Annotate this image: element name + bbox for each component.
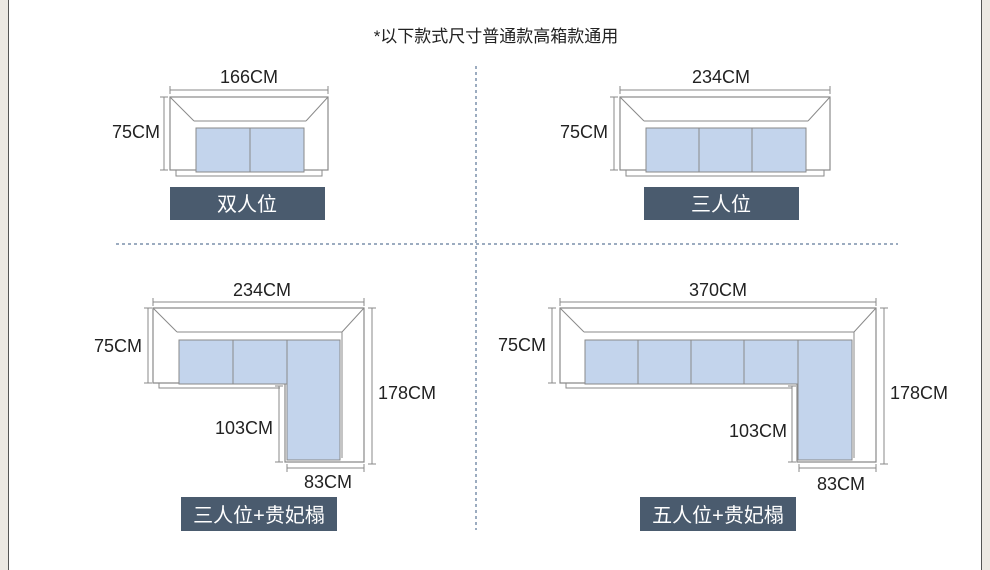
inner-dimension: 103CM [215, 418, 273, 438]
content-panel [8, 0, 982, 570]
label-badge [640, 497, 796, 531]
seat-cushion [743, 339, 799, 385]
seat-cushion [178, 339, 234, 385]
chaise-dimension-line [286, 464, 365, 472]
depth-dimension-line [548, 307, 556, 384]
chaise-dimension: 83CM [817, 474, 865, 494]
width-dimension-line [152, 298, 365, 306]
label-badge [644, 187, 799, 220]
seat-cushion [584, 339, 639, 385]
chaise-dimension: 83CM [304, 472, 352, 492]
depth-dimension-line [160, 96, 168, 171]
sofa-three-seat: 234CM 75CM 三人位 [560, 67, 831, 220]
sofa-label: 三人位 [691, 193, 751, 216]
seat-cushion [232, 339, 288, 385]
header-note: *以下款式尺寸普通款高箱款通用 [374, 27, 619, 46]
label-badge [170, 187, 325, 220]
seat-cushion [249, 127, 305, 173]
sofa-label: 双人位 [217, 193, 277, 216]
inner-dimension-line [788, 385, 796, 463]
inner-dimension-line [275, 385, 283, 463]
depth-dimension-line [610, 96, 618, 171]
chaise-cushion [797, 339, 853, 461]
sofa-label: 三人位+贵妃榻 [193, 504, 325, 527]
length-dimension: 178CM [890, 383, 948, 403]
label-badge [181, 497, 337, 531]
seat-cushion [645, 127, 700, 173]
depth-dimension-line [144, 307, 152, 384]
chaise-cushion [286, 339, 341, 461]
width-dimension: 234CM [692, 67, 750, 87]
width-dimension-line [559, 298, 877, 306]
depth-dimension: 75CM [94, 336, 142, 356]
seat-cushion [637, 339, 692, 385]
sofa-frame-detail [559, 307, 877, 458]
sofa-frame-detail [619, 96, 831, 177]
length-dimension: 178CM [378, 383, 436, 403]
sofa-five-seat-chaise: 370CM 75CM 178CM 103CM 83CM 五人位+贵妃榻 [498, 280, 948, 531]
seat-cushion [195, 127, 251, 173]
sofa-frame-detail [152, 307, 365, 458]
seat-cushion [698, 127, 753, 173]
chaise-dimension-line [798, 464, 877, 472]
depth-dimension: 75CM [112, 122, 160, 142]
width-dimension-line [169, 86, 329, 94]
width-dimension: 234CM [233, 280, 291, 300]
width-dimension: 370CM [689, 280, 747, 300]
seat-cushion [690, 339, 745, 385]
seat-cushion [751, 127, 807, 173]
length-dimension-line [368, 307, 376, 465]
sofa-three-seat-chaise: 234CM 75CM 178CM 103CM 83CM 三人位+贵妃榻 [94, 280, 436, 531]
width-dimension-line [619, 86, 831, 94]
length-dimension-line [880, 307, 888, 465]
sofa-two-seat: 166CM 75CM 双人位 [112, 67, 329, 220]
inner-dimension: 103CM [729, 421, 787, 441]
sofa-frame-detail [169, 96, 329, 177]
sofa-label: 五人位+贵妃榻 [652, 504, 784, 527]
depth-dimension: 75CM [560, 122, 608, 142]
width-dimension: 166CM [220, 67, 278, 87]
depth-dimension: 75CM [498, 335, 546, 355]
